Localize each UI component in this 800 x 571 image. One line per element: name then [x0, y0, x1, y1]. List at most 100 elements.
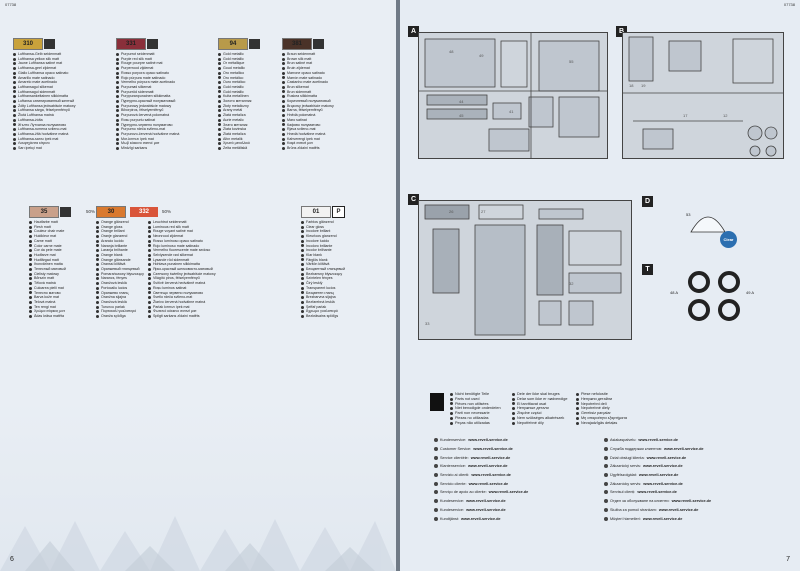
language-flag-icon [218, 132, 221, 136]
service-url-link[interactable]: www.revell-service.de [671, 499, 712, 504]
paint-name-text: Žlutá Lufthansa matná [18, 113, 54, 118]
paint-name-item: Purperrood zijdemat [116, 66, 204, 71]
paint-name-item: Rjava svileno-mat [282, 127, 370, 132]
tires [684, 268, 744, 324]
language-flag-icon [604, 473, 608, 478]
legend-note: Delar som ikke er nødvendige [512, 397, 567, 402]
svg-text:18: 18 [629, 83, 634, 88]
paint-name-item: Orange gloss [96, 225, 144, 230]
service-url-link[interactable]: www.revell-service.de [466, 499, 506, 504]
legend-note: Zbędne części [512, 411, 567, 416]
language-flag-icon [282, 99, 285, 103]
paint-name-item: Άχρωμο γυαλιστερό [301, 309, 389, 314]
paint-name-item: Телесный матовый [29, 267, 117, 272]
language-flag-icon [301, 300, 304, 304]
paint-name-text: Пурпурно-красный полуматовый [121, 99, 176, 104]
service-url-link[interactable]: www.revell-service.de [467, 464, 508, 469]
language-flag-icon [512, 392, 515, 396]
language-flag-icon [301, 220, 304, 224]
paint-name-text: Lufthansa-rumena svileno-mat [18, 127, 67, 132]
language-flag-icon [147, 234, 151, 238]
paint-name-item: Rouge voyant satiné mat [147, 229, 216, 234]
service-url-link[interactable]: www.revell-service.de [473, 447, 513, 452]
language-flag-icon [576, 397, 579, 401]
service-url-link[interactable]: www.revell-service.de [470, 455, 511, 460]
service-url-link[interactable]: www.revell-service.de [658, 507, 699, 512]
service-url-link[interactable]: www.revell-service.de [468, 438, 508, 443]
paint-name-item: Zlata kovinska [218, 127, 306, 132]
paint-name-text: Carne matt [34, 238, 52, 243]
paint-name-item: Lufthansa-sarısı ipek mat [13, 137, 101, 142]
legend-note-text: Parti non necessarie [455, 411, 490, 416]
service-url-link[interactable]: www.revell-service.de [642, 516, 683, 521]
legend-note-text: Nepotřebné díly [517, 420, 544, 425]
language-flag-icon [576, 421, 579, 425]
service-url-link[interactable]: www.revell-service.de [466, 507, 506, 512]
paint-name-item: Tělová matná [29, 281, 117, 286]
service-url-link[interactable]: www.revell-service.de [638, 438, 678, 443]
service-url-link[interactable]: www.revell-service.de [643, 464, 683, 469]
paint-name-text: Ādas krāsa matēta [34, 314, 64, 319]
paint-name-item: Purpurröd sidenmatt [116, 90, 204, 95]
language-flag-icon [29, 239, 32, 243]
paint-name-item: Hautfarbe matt [29, 220, 117, 225]
legend-note-text: Pièces non utilisées [455, 401, 489, 406]
paint-name-text: Hudfarve mat [34, 252, 56, 257]
language-flag-icon [218, 62, 221, 66]
svg-text:33: 33 [425, 321, 430, 326]
language-flag-icon [301, 258, 304, 262]
language-flag-icon [13, 137, 16, 141]
service-url-link[interactable]: www.revell-service.de [646, 455, 687, 460]
paint-name-item: Purpurrot seidenmatt [116, 52, 204, 57]
language-flag-icon [218, 85, 221, 89]
language-flag-icon [96, 272, 99, 276]
paint-name-item: Oro metálico [218, 76, 306, 81]
paint-name-text: Lufthansagul sidenmatt [18, 89, 56, 94]
language-flag-icon [13, 132, 16, 136]
paint-name-text: Marrone opaco satinato [287, 70, 325, 75]
paint-name-text: Purpurröd sidenmatt [121, 89, 154, 94]
service-url-link[interactable]: www.revell-service.de [643, 481, 683, 486]
paint-name-item: Castanho mate acetinado [282, 80, 370, 85]
paint-name-text: Καφέ σατινέ ματ [287, 141, 313, 146]
paint-name-item: Пурпурно-червено полуматово [116, 123, 204, 128]
language-flag-icon [147, 296, 151, 300]
language-flag-icon [116, 85, 119, 89]
language-flag-icon [282, 90, 285, 94]
service-url-link[interactable]: www.revell-service.de [638, 473, 679, 478]
legend-note: Parti non necessarie [450, 411, 501, 416]
legend-note: Piese nefolosite [576, 392, 627, 397]
legend-note: Nem szükséges alkatrészek [512, 416, 567, 421]
service-url-link[interactable]: www.revell-service.de [663, 447, 704, 452]
panel-d-label: D [642, 196, 653, 207]
paint-name-text: Oro metallico [223, 70, 245, 75]
paint-name-text: Oranža spīdīga [101, 314, 126, 319]
paint-name-item: Czerwony świetlny jedwabiście matowy [147, 272, 216, 277]
paint-name-text: Čirý lesklý [306, 281, 323, 286]
paint-name-item: Barna, félselyemfényű [282, 108, 370, 113]
paint-name-text: Barva kože mat [34, 295, 59, 300]
service-url-link[interactable]: www.revell-service.de [637, 490, 677, 495]
language-flag-icon [301, 234, 304, 238]
paint-swatch: 381 [282, 37, 370, 50]
language-flag-icon [96, 310, 99, 314]
paint-name-text: Kahverengi ipek mat [287, 136, 320, 141]
language-flag-icon [13, 109, 16, 113]
service-label: Отдел за обслужване на клиенти: [610, 499, 670, 504]
service-url-link[interactable]: www.revell-service.de [471, 473, 511, 478]
paint-code-flag: 01 [301, 205, 331, 218]
paint-name-text: Gold metallic [223, 56, 244, 61]
legend-note: Ненужные детали [512, 406, 567, 411]
language-flag-icon [301, 225, 304, 229]
service-url-link[interactable]: www.revell-service.de [468, 481, 509, 486]
paint-name-text: Color carne mate [34, 243, 62, 248]
service-url-link[interactable]: www.revell-service.de [461, 516, 501, 521]
svg-text:12: 12 [723, 113, 728, 118]
language-flag-icon [218, 71, 221, 75]
paint-name-item: Svítivě červená hedvábně matná [147, 281, 216, 286]
paint-name-text: Bezfarebná lesklá [306, 299, 335, 304]
service-url-link[interactable]: www.revell-service.de [488, 490, 529, 495]
